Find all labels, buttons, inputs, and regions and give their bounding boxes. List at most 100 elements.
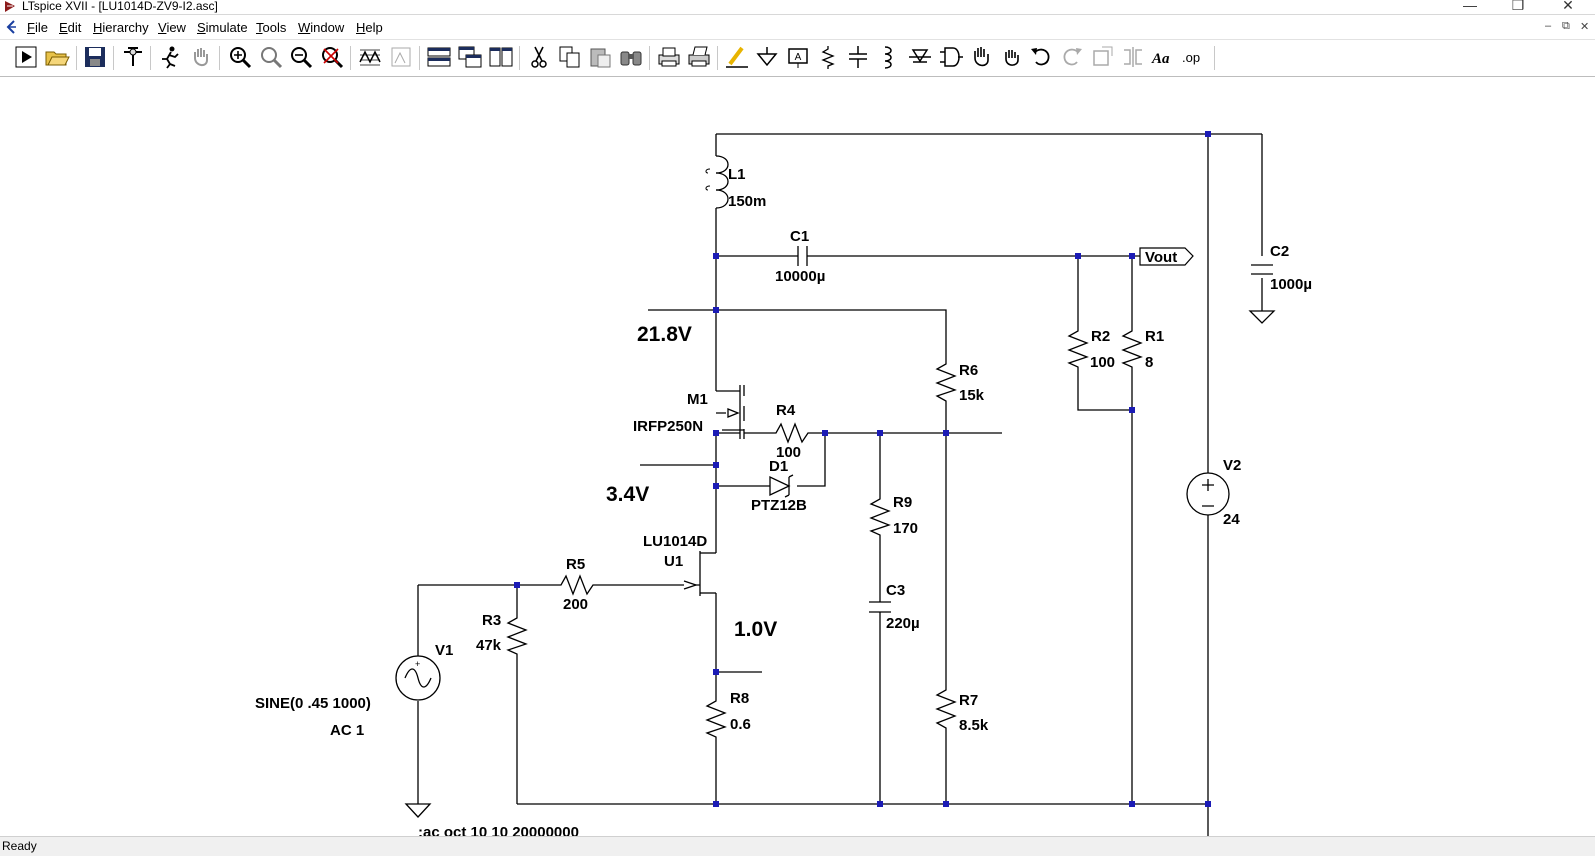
text-icon[interactable]: Aa xyxy=(1150,44,1176,70)
u1-value: LU1014D xyxy=(643,533,707,550)
tile-vertical-icon[interactable] xyxy=(488,44,514,70)
halt-icon[interactable] xyxy=(157,44,183,70)
waveform-icon[interactable] xyxy=(357,44,383,70)
mdi-restore-icon[interactable]: ⧉ xyxy=(1562,20,1570,32)
print-preview-icon[interactable] xyxy=(656,44,682,70)
minimize-icon[interactable]: — xyxy=(1463,0,1477,13)
diode-d1[interactable] xyxy=(769,474,794,498)
menu-tools[interactable]: Tools xyxy=(256,20,287,35)
zoom-in-icon[interactable] xyxy=(227,44,253,70)
r6-name: R6 xyxy=(959,362,978,379)
undo-icon[interactable] xyxy=(1028,44,1054,70)
menu-hierarchy[interactable]: Hierarchy xyxy=(93,20,149,35)
open-icon[interactable] xyxy=(44,44,70,70)
v1-ac: AC 1 xyxy=(330,722,364,739)
resistor-r3[interactable] xyxy=(506,611,528,657)
c3-value: 220µ xyxy=(886,615,920,632)
find-icon[interactable] xyxy=(618,44,644,70)
resistor-r1[interactable] xyxy=(1121,324,1143,370)
capacitor-c2[interactable] xyxy=(1248,264,1276,324)
r6-value: 15k xyxy=(959,387,985,404)
menu-edit[interactable]: Edit xyxy=(59,20,82,35)
pan-icon[interactable] xyxy=(188,44,214,70)
run-icon[interactable] xyxy=(13,44,39,70)
status-bar: Ready xyxy=(0,836,1595,856)
c1-name: C1 xyxy=(790,228,809,245)
menu-simulate[interactable]: Simulate xyxy=(197,20,248,35)
resistor-r8[interactable] xyxy=(705,694,727,741)
resistor-r7[interactable] xyxy=(935,683,957,731)
menu-window[interactable]: Window xyxy=(298,20,345,35)
inductor-l1[interactable] xyxy=(705,155,729,209)
drag-icon[interactable] xyxy=(998,44,1024,70)
v1-value: SINE(0 .45 1000) xyxy=(255,695,371,712)
jfet-u1[interactable] xyxy=(683,551,701,596)
zoom-out-icon[interactable] xyxy=(288,44,314,70)
print-icon[interactable] xyxy=(686,44,712,70)
close-icon[interactable]: ✕ xyxy=(1562,0,1574,13)
child-window-icon[interactable] xyxy=(4,19,18,35)
resistor-r4[interactable] xyxy=(770,422,810,444)
capacitor-c1[interactable] xyxy=(797,246,808,266)
resistor-r9[interactable] xyxy=(869,492,891,538)
v2-name: V2 xyxy=(1223,457,1241,474)
move-icon[interactable] xyxy=(968,44,994,70)
mosfet-m1[interactable] xyxy=(716,385,745,439)
l1-name: L1 xyxy=(728,166,746,183)
menu-file[interactable]: File xyxy=(27,20,48,35)
zoom-fit-icon[interactable] xyxy=(258,44,284,70)
mirror-icon[interactable] xyxy=(1120,44,1146,70)
svg-text:A: A xyxy=(795,52,802,63)
label-net-icon[interactable]: A xyxy=(785,44,811,70)
capacitor-c3[interactable] xyxy=(869,601,891,613)
vout-net-label[interactable]: Vout xyxy=(1139,247,1194,266)
ground-icon[interactable] xyxy=(754,44,780,70)
menu-view[interactable]: View xyxy=(158,20,186,35)
copy-icon[interactable] xyxy=(557,44,583,70)
redo-icon[interactable] xyxy=(1059,44,1085,70)
window-title: LTspice XVII - [LU1014D-ZV9-I2.asc] xyxy=(22,0,218,13)
wires[interactable] xyxy=(417,133,1263,837)
mdi-close-icon[interactable]: ✕ xyxy=(1580,21,1590,33)
r1-value: 8 xyxy=(1145,354,1153,371)
paste-icon[interactable] xyxy=(588,44,614,70)
m1-name: M1 xyxy=(687,391,708,408)
inductor-icon[interactable] xyxy=(875,44,901,70)
restore-icon[interactable]: ❐ xyxy=(1511,0,1525,13)
cut-icon[interactable] xyxy=(526,44,552,70)
voltage-source-v2[interactable] xyxy=(1186,472,1230,516)
resistor-r2[interactable] xyxy=(1067,324,1089,370)
component-labels: L1 150m C1 10000µ C2 1000µ R2 100 R1 8 R… xyxy=(255,166,1312,739)
tile-horizontal-icon[interactable] xyxy=(426,44,452,70)
autorange-icon[interactable] xyxy=(388,44,414,70)
capacitor-icon[interactable] xyxy=(845,44,871,70)
r4-name: R4 xyxy=(776,402,796,419)
resistor-r6[interactable] xyxy=(935,357,957,404)
u1-name: U1 xyxy=(664,553,683,570)
save-icon[interactable] xyxy=(82,44,108,70)
v1-name: V1 xyxy=(435,642,453,659)
resistor-icon[interactable] xyxy=(815,44,841,70)
spice-directive-icon[interactable]: .op xyxy=(1180,44,1206,70)
cascade-icon[interactable] xyxy=(457,44,483,70)
schematic-svg[interactable]: + Vout L1 150m C1 10000µ xyxy=(0,77,1595,841)
svg-text:Aa: Aa xyxy=(1151,51,1170,67)
control-panel-icon[interactable] xyxy=(120,44,146,70)
zoom-reset-icon[interactable] xyxy=(319,44,345,70)
voltage-3-4v: 3.4V xyxy=(606,483,649,506)
menu-help[interactable]: Help xyxy=(356,20,383,35)
menu-bar: File Edit Hierarchy View Simulate Tools … xyxy=(0,17,1595,38)
diode-icon[interactable] xyxy=(907,44,933,70)
r4-value: 100 xyxy=(776,444,801,461)
component-icon[interactable] xyxy=(938,44,964,70)
ltspice-app-icon[interactable] xyxy=(3,0,17,13)
rotate-icon[interactable] xyxy=(1090,44,1116,70)
r8-name: R8 xyxy=(730,690,749,707)
resistor-r5[interactable] xyxy=(555,574,600,596)
schematic-canvas[interactable]: + Vout L1 150m C1 10000µ xyxy=(0,76,1595,841)
voltage-annotations: 21.8V 3.4V 1.0V xyxy=(606,323,777,641)
mdi-minimize-icon[interactable]: – xyxy=(1545,20,1552,32)
draw-wire-icon[interactable] xyxy=(724,44,750,70)
title-bar: LTspice XVII - [LU1014D-ZV9-I2.asc] — ❐ … xyxy=(0,0,1595,15)
voltage-source-v1[interactable]: + xyxy=(395,655,441,818)
